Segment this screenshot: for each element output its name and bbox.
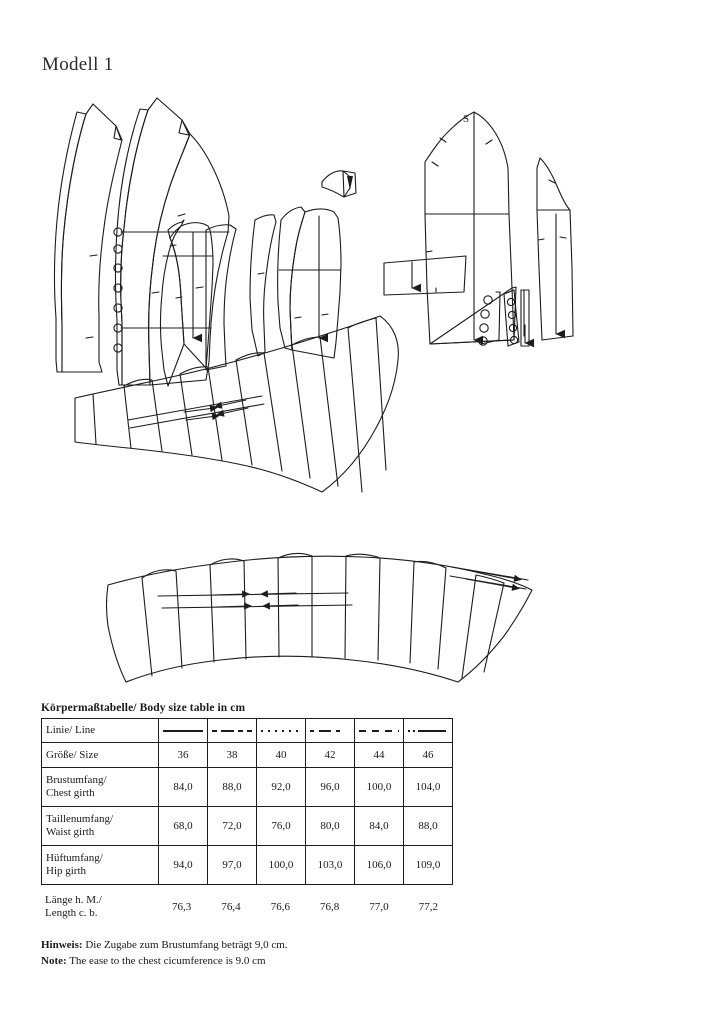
piece-binding-strip <box>520 289 534 348</box>
body-size-table: Linie/ Line <box>41 718 453 885</box>
piece-back-facing <box>249 214 277 357</box>
waist-value: 84,0 <box>354 806 404 846</box>
line-swatch-solid <box>163 726 203 736</box>
line-swatch-dotted <box>261 726 301 736</box>
row-label-hip: Hüftumfang/ Hip girth <box>41 845 159 885</box>
sleeve-button-markers <box>478 295 493 346</box>
size-value: 44 <box>354 742 404 768</box>
note-english-text: The ease to the chest cicumference is 9.… <box>66 954 266 967</box>
line-style-cell-42 <box>305 718 355 743</box>
chest-value: 92,0 <box>256 767 306 807</box>
hip-value: 97,0 <box>207 845 257 885</box>
chest-value: 88,0 <box>207 767 257 807</box>
line-swatch-dash-long-dash <box>212 726 252 736</box>
piece-side-back-panel <box>205 224 237 371</box>
hip-value: 94,0 <box>158 845 208 885</box>
table-row-size: Größe/ Size 36 38 40 42 44 46 <box>41 742 453 768</box>
piece-skirt-panel-upper <box>74 315 399 493</box>
waist-value: 68,0 <box>158 806 208 846</box>
waist-value: 88,0 <box>403 806 453 846</box>
line-swatch-dashed <box>359 726 399 736</box>
pattern-pieces-diagram: S <box>0 40 724 700</box>
body-size-table-block: Körpermaßtabelle/ Body size table in cm … <box>41 702 457 924</box>
piece-cuff-placket <box>503 289 520 347</box>
waist-value: 72,0 <box>207 806 257 846</box>
piece-sleeve-under <box>536 157 574 341</box>
piece-waistband <box>383 255 467 296</box>
chest-value: 100,0 <box>354 767 404 807</box>
line-swatch-dot-dot-line-dot <box>408 726 448 736</box>
row-label-length: Länge h. M./ Length c. b. <box>45 894 102 919</box>
length-row-table: Länge h. M./ Length c. b. 76,3 76,4 76,6… <box>41 890 453 924</box>
size-value: 46 <box>403 742 453 768</box>
piece-side-front-panel <box>159 219 214 387</box>
waist-value: 76,0 <box>256 806 306 846</box>
note-english-label: Note: <box>41 954 67 967</box>
hip-value: 103,0 <box>305 845 355 885</box>
table-row-hip: Hüftumfang/ Hip girth 94,0 97,0 100,0 10… <box>41 845 453 885</box>
line-swatch-dash-longdash-dash <box>310 726 350 736</box>
piece-front-panel <box>113 97 230 386</box>
size-value: 36 <box>158 742 208 768</box>
length-value: 77,0 <box>369 901 389 913</box>
line-style-cell-38 <box>207 718 257 743</box>
piece-back-panel <box>277 206 342 359</box>
length-value: 76,4 <box>221 901 241 913</box>
table-row-waist: Taillenumfang/ Waist girth 68,0 72,0 76,… <box>41 806 453 846</box>
row-label-chest: Brustumfang/ Chest girth <box>41 767 159 807</box>
table-row-length: Länge h. M./ Length c. b. 76,3 76,4 76,6… <box>41 890 453 924</box>
length-value: 76,3 <box>172 901 192 913</box>
row-label-line: Linie/ Line <box>41 718 159 743</box>
piece-collar <box>321 170 357 198</box>
hip-value: 106,0 <box>354 845 404 885</box>
hip-value: 109,0 <box>403 845 453 885</box>
line-style-cell-46 <box>403 718 453 743</box>
line-style-cell-44 <box>354 718 404 743</box>
button-markers <box>113 227 123 353</box>
table-row-line: Linie/ Line <box>41 718 453 743</box>
chest-value: 104,0 <box>403 767 453 807</box>
line-style-cell-36 <box>158 718 208 743</box>
note-german-text: Die Zugabe zum Brustumfang beträgt 9,0 c… <box>82 939 288 951</box>
note-english: Note: The ease to the chest cicumference… <box>41 954 288 970</box>
notes-block: Hinweis: Die Zugabe zum Brustumfang betr… <box>41 938 288 970</box>
page-title: Modell 1 <box>42 54 114 75</box>
size-value: 38 <box>207 742 257 768</box>
piece-skirt-panel-lower <box>105 553 533 683</box>
line-style-cell-40 <box>256 718 306 743</box>
length-value: 76,8 <box>320 901 340 913</box>
length-value: 77,2 <box>418 901 438 913</box>
hip-value: 100,0 <box>256 845 306 885</box>
size-value: 40 <box>256 742 306 768</box>
note-german-label: Hinweis: <box>41 939 83 951</box>
piece-front-facing-left <box>53 103 123 373</box>
table-heading: Körpermaßtabelle/ Body size table in cm <box>41 702 246 714</box>
row-label-waist: Taillenumfang/ Waist girth <box>41 806 159 846</box>
note-german: Hinweis: Die Zugabe zum Brustumfang betr… <box>41 938 288 954</box>
waist-value: 80,0 <box>305 806 355 846</box>
size-value: 42 <box>305 742 355 768</box>
row-label-size: Größe/ Size <box>41 742 159 768</box>
table-row-chest: Brustumfang/ Chest girth 84,0 88,0 92,0 … <box>41 767 453 807</box>
svg-text:S: S <box>463 113 469 125</box>
length-value: 76,6 <box>270 901 290 913</box>
chest-value: 96,0 <box>305 767 355 807</box>
piece-sleeve-upper: S <box>424 111 517 346</box>
chest-value: 84,0 <box>158 767 208 807</box>
